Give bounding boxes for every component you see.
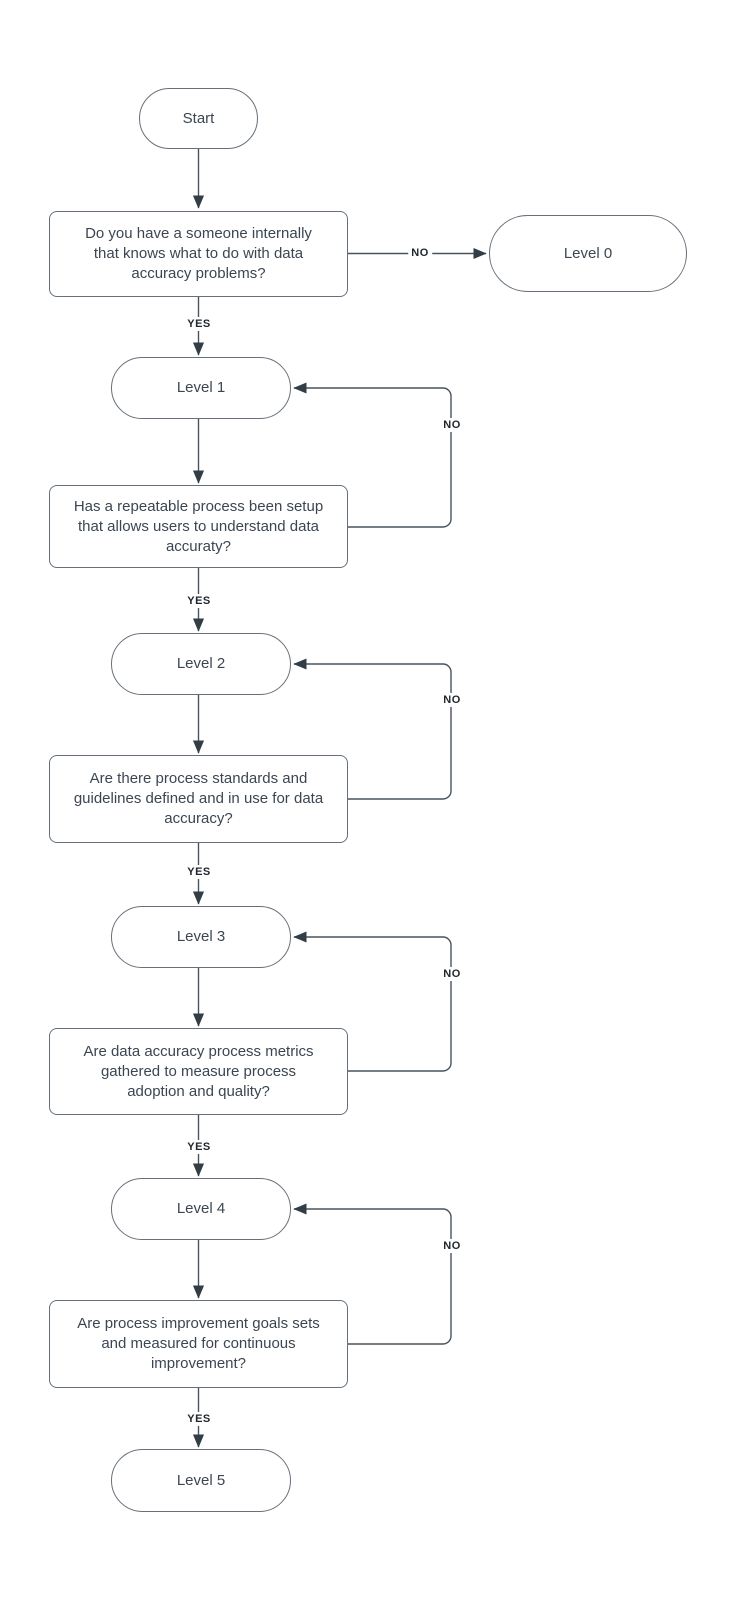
node-question-internal-person-label: Do you have a someone internally that kn…: [85, 225, 312, 282]
edge-label-yes-q2-level2: YES: [184, 594, 214, 608]
edge-label-yes-q1-level1: YES: [184, 317, 214, 331]
node-question-process-metrics-label: Are data accuracy process metrics gather…: [83, 1042, 314, 1100]
node-level0-terminator: Level 0: [489, 215, 687, 292]
node-level0-label: Level 0: [563, 244, 613, 262]
edge-label-yes-q5-level5: YES: [184, 1412, 214, 1426]
edge-q3-to-level2-no-loop: [293, 658, 452, 800]
node-level3-label: Level 3: [176, 928, 226, 945]
node-level3-terminator: Level 3: [111, 906, 291, 968]
edge-label-no-q2-level1: NO: [440, 418, 464, 432]
edge-q4-to-level3-no-loop: [293, 931, 452, 1072]
node-level1-terminator: Level 1: [111, 357, 291, 419]
node-start-label: Start: [182, 109, 215, 127]
node-start-terminator: Start: [139, 88, 258, 149]
node-question-internal-person: Do you have a someone internally that kn…: [49, 211, 348, 297]
node-level2-terminator: Level 2: [111, 633, 291, 695]
node-level5-terminator: Level 5: [111, 1449, 291, 1512]
node-question-improvement-goals: Are process improvement goals sets and m…: [49, 1300, 348, 1388]
node-question-improvement-goals-label: Are process improvement goals sets and m…: [77, 1315, 320, 1372]
node-question-process-standards: Are there process standards and guidelin…: [49, 755, 348, 843]
edge-label-no-q4-level3: NO: [440, 967, 464, 981]
edge-label-yes-q4-level4: YES: [184, 1140, 214, 1154]
edge-label-no-q3-level2: NO: [440, 693, 464, 707]
edge-label-yes-q3-level3: YES: [184, 865, 214, 879]
node-question-repeatable-process-label: Has a repeatable process been setup that…: [73, 497, 324, 555]
node-question-process-metrics: Are data accuracy process metrics gather…: [49, 1028, 348, 1115]
edge-q5-to-level4-no-loop: [293, 1203, 452, 1345]
node-level1-label: Level 1: [176, 379, 226, 396]
node-question-repeatable-process: Has a repeatable process been setup that…: [49, 485, 348, 568]
node-level4-terminator: Level 4: [111, 1178, 291, 1240]
edge-label-no-q1-level0: NO: [408, 246, 432, 260]
node-level5-label: Level 5: [176, 1471, 226, 1489]
node-question-process-standards-label: Are there process standards and guidelin…: [73, 770, 324, 827]
edge-label-no-q5-level4: NO: [440, 1239, 464, 1253]
node-level4-label: Level 4: [176, 1200, 226, 1217]
edge-q2-to-level1-no-loop: [293, 382, 452, 528]
node-level2-label: Level 2: [176, 655, 226, 672]
